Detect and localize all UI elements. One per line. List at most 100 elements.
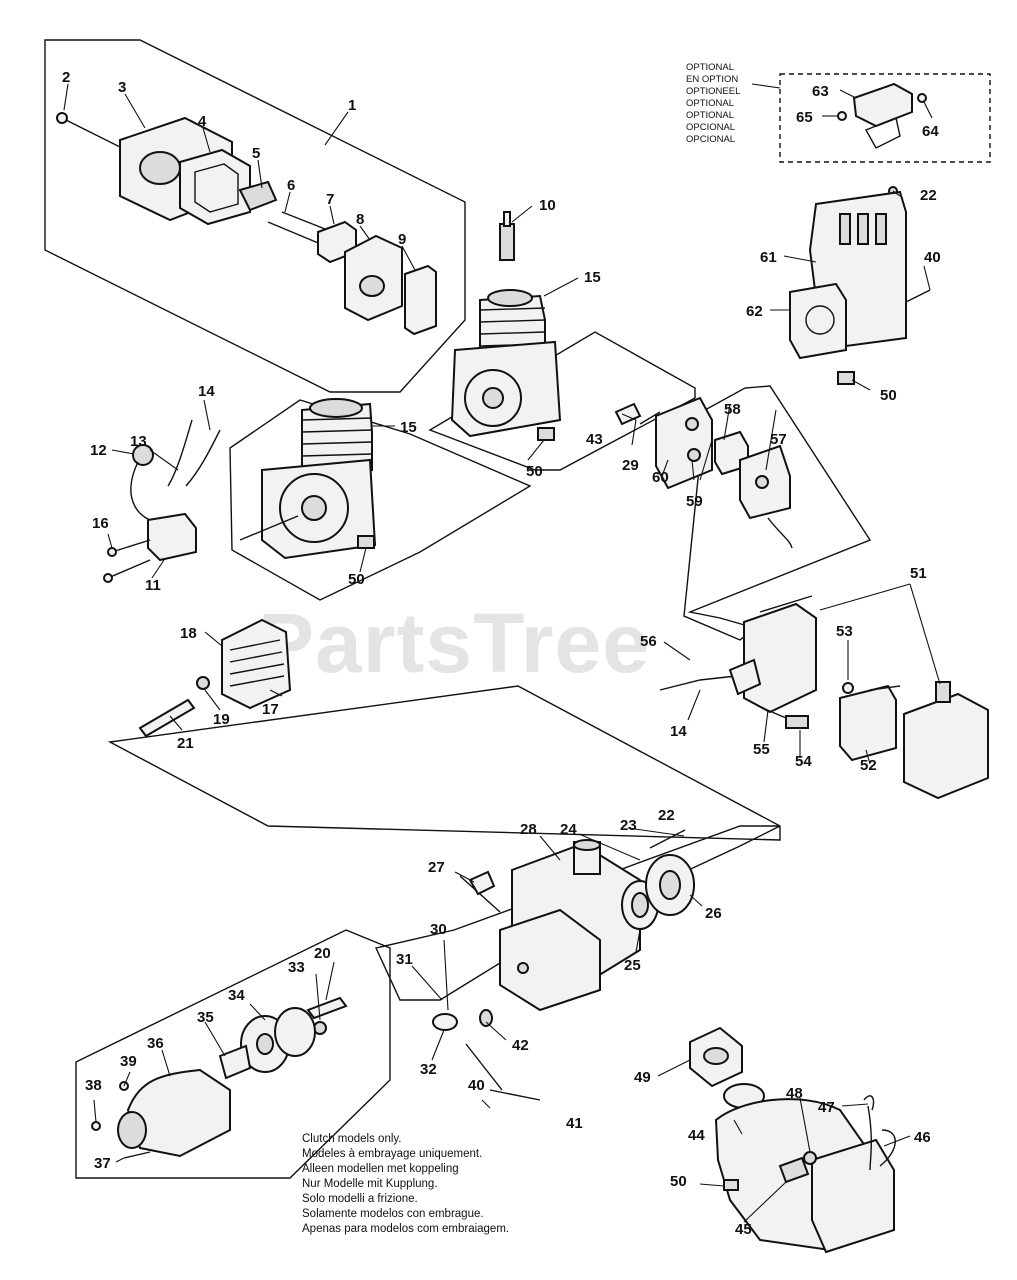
watermark: PartsTree (258, 596, 650, 690)
callout-34: 34 (228, 987, 245, 1004)
callout-27: 27 (428, 859, 445, 876)
callout-40-b: 40 (468, 1077, 485, 1094)
callout-50-c: 50 (348, 571, 365, 588)
callout-40-a: 40 (924, 249, 941, 266)
clutch-models-note: Clutch models only. Modeles à embrayage … (302, 1133, 509, 1235)
optional-parts-box (779, 73, 991, 163)
ignition-parts (103, 419, 221, 583)
clutch-note-line-6: Solamente modelos con embrague. (302, 1208, 484, 1220)
callout-65: 65 (796, 109, 813, 126)
callout-42: 42 (512, 1037, 529, 1054)
optional-line-4: OPTIONAL (686, 98, 734, 109)
callout-56: 56 (640, 633, 657, 650)
callout-44: 44 (688, 1127, 705, 1144)
callout-36: 36 (147, 1035, 164, 1052)
muffler-assembly-frame (44, 39, 466, 393)
callout-10: 10 (539, 197, 556, 214)
optional-line-3: OPTIONEEL (686, 86, 740, 97)
callout-51: 51 (910, 565, 927, 582)
callout-13: 13 (130, 433, 147, 450)
callout-54: 54 (795, 753, 812, 770)
callout-37: 37 (94, 1155, 111, 1172)
callout-3: 3 (118, 79, 126, 96)
flywheel-frame (107, 685, 781, 841)
callout-31: 31 (396, 951, 413, 968)
callout-55: 55 (753, 741, 770, 758)
engine-lower (229, 398, 532, 601)
clutch-note-line-5: Solo modelli a frizione. (302, 1193, 418, 1205)
callout-46: 46 (914, 1129, 931, 1146)
callout-60: 60 (652, 469, 669, 486)
callout-24: 24 (560, 821, 577, 838)
callout-21: 21 (177, 735, 194, 752)
callout-29: 29 (622, 457, 639, 474)
callout-16: 16 (92, 515, 109, 532)
optional-line-1: OPTIONAL (686, 62, 734, 73)
flywheel-parts (138, 618, 292, 738)
callout-22-a: 22 (920, 187, 937, 204)
callout-50-b: 50 (526, 463, 543, 480)
callout-52: 52 (860, 757, 877, 774)
callout-53: 53 (836, 623, 853, 640)
clutch-note-line-3: Alleen modellen met koppeling (302, 1163, 459, 1175)
callout-30: 30 (430, 921, 447, 938)
callout-45: 45 (735, 1221, 752, 1238)
clutch-frame (75, 929, 391, 1179)
optional-line-5: OPTIONAL (686, 110, 734, 121)
callout-38: 38 (85, 1077, 102, 1094)
carburetor-parts (614, 396, 793, 549)
leader-lines (63, 83, 941, 1223)
callout-35: 35 (197, 1009, 214, 1026)
air-filter-parts (659, 595, 989, 800)
callout-17: 17 (262, 701, 279, 718)
callout-26: 26 (705, 905, 722, 922)
callout-11: 11 (145, 577, 161, 594)
fan-housing-parts (432, 829, 695, 1101)
callout-64: 64 (922, 123, 939, 140)
callout-6: 6 (287, 177, 295, 194)
callout-12: 12 (90, 442, 107, 459)
clutch-note-line-7: Apenas para modelos com embraiagem. (302, 1223, 509, 1235)
callout-50-a: 50 (670, 1173, 687, 1190)
callout-58: 58 (724, 401, 741, 418)
engine-top (450, 211, 562, 441)
callout-50-d: 50 (880, 387, 897, 404)
optional-line-6: OPCIONAL (686, 122, 735, 133)
callout-9: 9 (398, 231, 406, 248)
callout-61: 61 (760, 249, 777, 266)
callout-7: 7 (326, 191, 334, 208)
clutch-parts (91, 996, 348, 1159)
callout-41: 41 (566, 1115, 583, 1132)
callout-15-b: 15 (400, 419, 417, 436)
callout-labels: 1 2 3 4 5 6 7 8 9 10 11 12 13 14 14 15 1… (62, 69, 941, 1238)
callout-32: 32 (420, 1061, 437, 1078)
clutch-note-line-1: Clutch models only. (302, 1133, 402, 1145)
callout-33: 33 (288, 959, 305, 976)
callout-14-b: 14 (670, 723, 687, 740)
callout-47: 47 (818, 1099, 835, 1116)
callout-8: 8 (356, 211, 364, 228)
callout-19: 19 (213, 711, 230, 728)
muffler-assembly-parts (56, 112, 437, 336)
callout-28: 28 (520, 821, 537, 838)
optional-parts (837, 82, 927, 149)
callout-59: 59 (686, 493, 703, 510)
fuel-tank-parts (689, 1026, 896, 1254)
callout-25: 25 (624, 957, 641, 974)
callout-39: 39 (120, 1053, 137, 1070)
heat-shield-parts (789, 186, 931, 385)
callout-2: 2 (62, 69, 70, 86)
callout-4: 4 (198, 113, 207, 130)
clutch-note-line-4: Nur Modelle mit Kupplung. (302, 1178, 438, 1190)
callout-48: 48 (786, 1085, 803, 1102)
carburetor-frame (683, 385, 872, 641)
optional-label: OPTIONAL EN OPTION OPTIONEEL OPTIONAL OP… (686, 62, 740, 145)
callout-20: 20 (314, 945, 331, 962)
callout-63: 63 (812, 83, 829, 100)
callout-57: 57 (770, 431, 787, 448)
callout-14-a: 14 (198, 383, 215, 400)
callout-43: 43 (586, 431, 603, 448)
callout-18: 18 (180, 625, 197, 642)
optional-line-7: OPCIONAL (686, 134, 735, 145)
